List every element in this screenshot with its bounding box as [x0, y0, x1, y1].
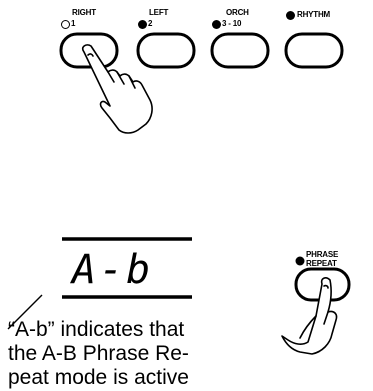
caption: “A-b” indicates that the A-B Phrase Re- … — [8, 318, 189, 390]
caption-line-1: “A-b” indicates that — [8, 318, 189, 342]
lcd-readout: A-b — [72, 248, 153, 292]
left-track-button[interactable] — [138, 34, 194, 67]
phrase-label-line1: PHRASE — [306, 250, 338, 259]
rhythm-track-button[interactable] — [286, 34, 342, 67]
caption-line-2: the A-B Phrase Re- — [8, 342, 189, 366]
phrase-label-line2: REPEAT — [306, 259, 338, 268]
caption-line-3: peat mode is active — [8, 366, 189, 390]
phrase-repeat-indicator-led — [296, 257, 305, 266]
orch-track-button[interactable] — [212, 34, 268, 67]
phrase-repeat-label: PHRASE REPEAT — [306, 250, 338, 268]
